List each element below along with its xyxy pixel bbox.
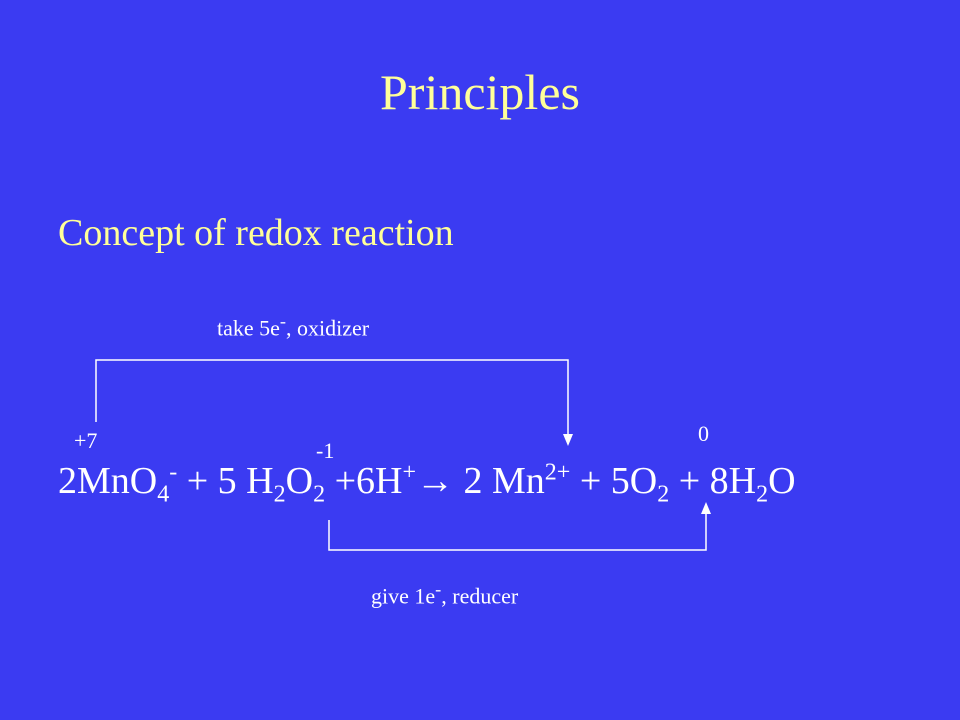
eq-water: + 8H xyxy=(669,460,757,502)
eq-sub: 2 xyxy=(313,481,326,508)
eq-sub: 4 xyxy=(157,481,170,508)
reducer-bracket xyxy=(328,512,707,551)
reducer-annotation: give 1e-, reducer xyxy=(371,576,518,609)
eq-sub: 2 xyxy=(657,481,670,508)
eq-sup: 2+ xyxy=(544,459,571,486)
electron-charge: - xyxy=(279,311,287,331)
reaction-arrow: → xyxy=(415,460,454,502)
eq-sub: 2 xyxy=(756,481,769,508)
oxidizer-bracket xyxy=(95,359,569,436)
electron-charge: - xyxy=(435,579,442,599)
reducer-annotation-rest: , reducer xyxy=(441,583,519,609)
slide-title: Principles xyxy=(380,64,580,120)
eq-sup: + xyxy=(402,459,416,486)
eq-sup: - xyxy=(169,459,178,486)
oxidation-state-h2o2: -1 xyxy=(316,438,335,463)
oxidation-state-o2: 0 xyxy=(698,421,709,446)
eq-oxygen: + 5O xyxy=(570,460,658,502)
eq-peroxide-o: O xyxy=(285,460,314,502)
eq-sub: 2 xyxy=(273,481,286,508)
eq-peroxide-coef: + 5 H xyxy=(177,460,274,502)
oxidizer-annotation: take 5e-, oxidizer xyxy=(217,308,369,341)
eq-manganese-ion: 2 Mn xyxy=(453,460,545,502)
oxidation-state-mn: +7 xyxy=(74,428,98,453)
oxidizer-annotation-text: take 5e xyxy=(217,315,280,341)
reducer-arrowhead xyxy=(701,502,711,514)
slide-subtitle: Concept of redox reaction xyxy=(58,212,454,254)
oxidizer-arrowhead xyxy=(563,434,573,446)
eq-permanganate: 2MnO xyxy=(58,460,158,502)
oxidizer-annotation-rest: , oxidizer xyxy=(286,315,370,341)
reducer-annotation-text: give 1e xyxy=(371,583,436,609)
redox-equation: 2MnO4- + 5 H2O2 +6H+→ 2 Mn2+ + 5O2 + 8H2… xyxy=(58,456,796,508)
eq-hydrogen-ion: +6H xyxy=(325,460,403,502)
eq-water-o: O xyxy=(768,460,796,502)
